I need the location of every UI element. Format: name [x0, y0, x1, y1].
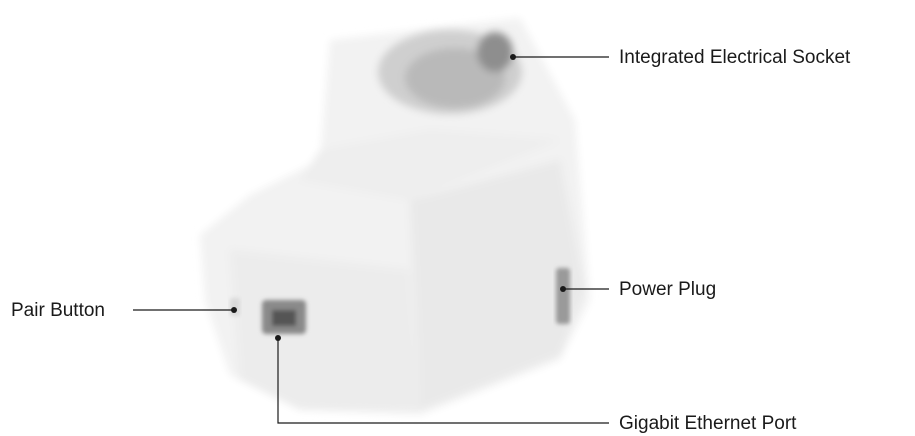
socket-recess	[378, 30, 522, 114]
device-top-face	[300, 130, 560, 200]
label-gigabit-ethernet-port: Gigabit Ethernet Port	[619, 413, 797, 434]
leader-lines	[133, 56, 609, 424]
device-front-face	[230, 250, 420, 410]
leader-dot-port	[275, 335, 281, 341]
label-integrated-electrical-socket: Integrated Electrical Socket	[619, 47, 851, 68]
ethernet-port-graphic	[262, 300, 306, 334]
leader-dots	[231, 54, 566, 341]
leader-dot-socket	[510, 54, 516, 60]
leader-line-port	[277, 338, 609, 424]
device-side-face	[410, 160, 585, 410]
leader-dot-pair	[231, 307, 237, 313]
power-plug-graphic	[556, 268, 570, 324]
pair-button-graphic	[230, 298, 240, 316]
label-power-plug: Power Plug	[619, 279, 717, 300]
label-pair-button: Pair Button	[11, 300, 105, 321]
leader-dot-plug	[560, 286, 566, 292]
